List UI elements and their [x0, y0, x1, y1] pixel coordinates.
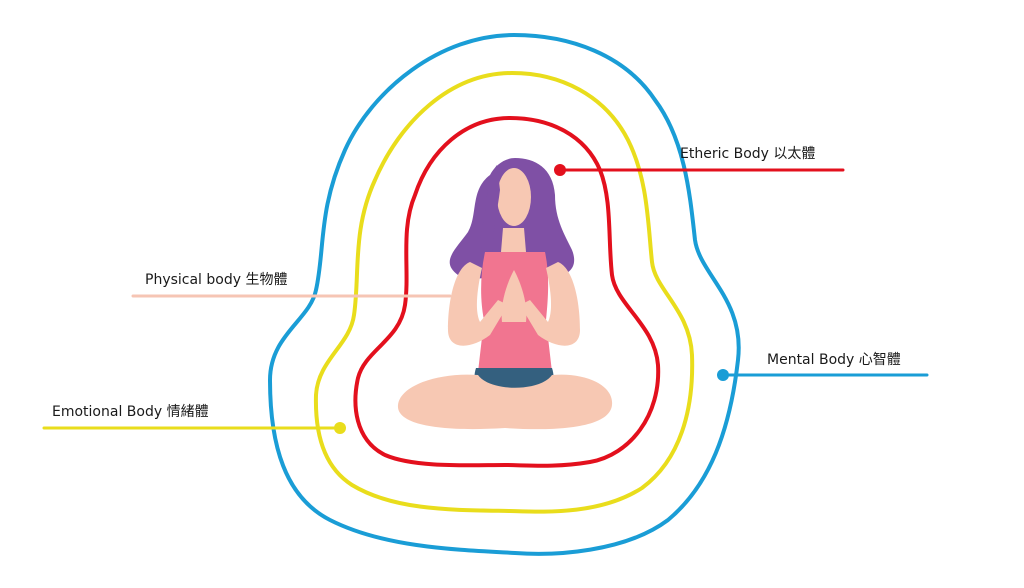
physical-body-label: Physical body 生物體 [145, 272, 287, 288]
left-arm-shape [448, 262, 508, 346]
hair-front-lock [480, 165, 500, 262]
emotional-body-label: Emotional Body 情緒體 [52, 404, 209, 420]
right-arm-shape [520, 262, 580, 346]
meditating-woman-figure [397, 158, 613, 430]
etheric-body-label: Etheric Body 以太體 [680, 146, 815, 162]
crossed-legs-shape [397, 374, 613, 430]
etheric-body-outline [353, 116, 661, 468]
praying-hands-shape [501, 270, 527, 322]
emotional-body-outline [313, 71, 695, 514]
neck-shape [501, 228, 526, 252]
mental-body-label: Mental Body 心智體 [767, 352, 901, 368]
face-shape [497, 168, 531, 226]
mental-body-outline [268, 33, 741, 556]
